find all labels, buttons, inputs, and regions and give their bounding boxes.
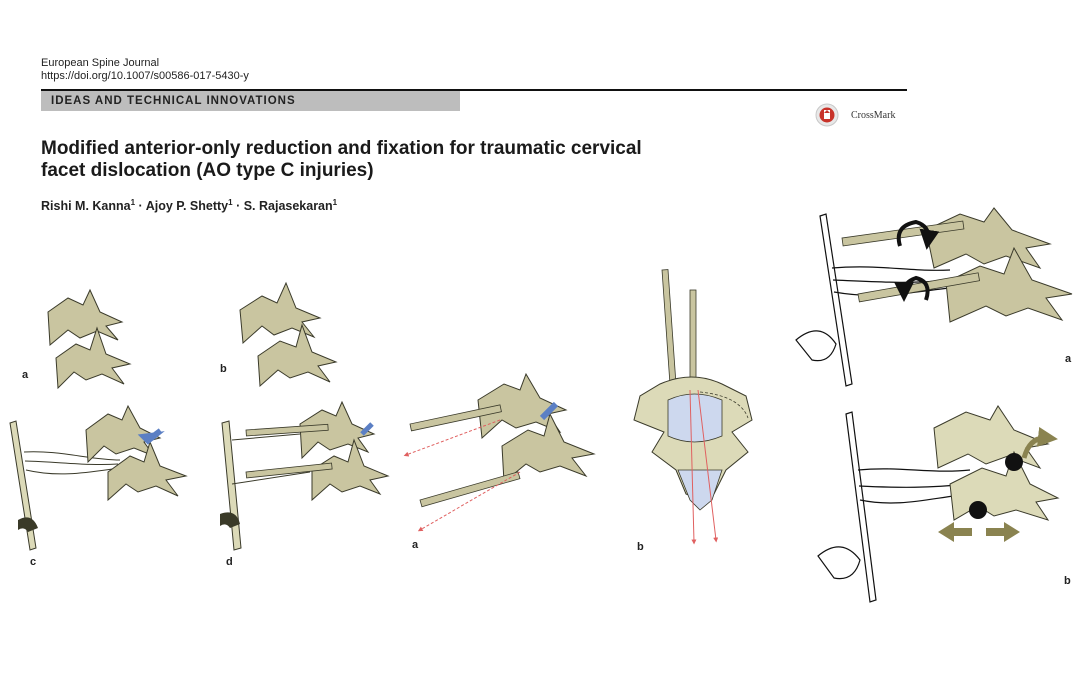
push-arrow-icon: [360, 422, 374, 436]
panel-label: c: [30, 556, 36, 568]
vertebra-lower: [311, 438, 390, 502]
panel-g1-d: [220, 400, 390, 551]
joystick-marker: [1005, 453, 1023, 471]
panel-g2-b: [633, 269, 753, 545]
retractor-handle: [817, 546, 861, 580]
push-arrow-icon: [137, 428, 165, 445]
screw-lower: [419, 471, 521, 508]
author-list: Rishi M. Kanna1 · Ajoy P. Shetty1 · S. R…: [41, 198, 337, 213]
retractor-blade: [819, 213, 853, 387]
panel-g1-b: [239, 281, 338, 388]
vertebra-upper: [933, 405, 1050, 470]
rotation-arrow-icon: [1021, 426, 1058, 459]
joystick-marker: [969, 501, 987, 519]
retractor-handle: [18, 517, 38, 532]
panel-label: d: [226, 556, 233, 568]
article-title: Modified anterior-only reduction and fix…: [41, 138, 841, 182]
trajectory-line: [697, 389, 719, 543]
trajectory-line: [417, 471, 521, 532]
push-arrow-icon: [986, 522, 1020, 542]
panel-g3-a: [795, 207, 1073, 387]
vertebra-lower: [107, 440, 188, 502]
vertebra-lower: [949, 450, 1060, 521]
author-separator: ·: [135, 199, 146, 214]
retractor-handle: [795, 330, 837, 362]
crossmark-label: CrossMark: [851, 110, 896, 121]
journal-name: European Spine Journal: [41, 57, 160, 69]
panel-g1-a: [47, 288, 132, 390]
vertebra-lower: [55, 326, 132, 390]
screw-lower: [245, 462, 333, 479]
author-3[interactable]: S. Rajasekaran: [243, 199, 333, 214]
vertebra-lower: [257, 323, 338, 388]
screw-upper: [409, 404, 502, 432]
author-3-affiliation: 1: [332, 198, 338, 207]
rotation-arrow-icon: [894, 275, 930, 302]
title-line-2: facet dislocation (AO type C injuries): [41, 160, 374, 181]
retractor-blade: [9, 420, 37, 551]
vertebra-upper: [47, 288, 124, 347]
spinal-canal: [667, 393, 723, 443]
screw-upper: [245, 423, 329, 437]
retractor-arm: [23, 451, 121, 475]
author-1-affiliation: 1: [130, 198, 136, 207]
panel-label: a: [412, 539, 419, 551]
panel-label: b: [220, 363, 227, 375]
retractor-handle: [220, 512, 240, 528]
trajectory-line: [403, 419, 501, 457]
panel-label: b: [1064, 575, 1071, 587]
author-2-affiliation: 1: [228, 198, 233, 207]
doi-link[interactable]: https://doi.org/10.1007/s00586-017-5430-…: [41, 70, 249, 82]
screw-lower: [857, 272, 980, 303]
vertebra-upper: [925, 207, 1052, 269]
header-rule: [41, 89, 907, 91]
author-1[interactable]: Rishi M. Kanna: [41, 199, 131, 214]
push-arrow-icon: [938, 522, 972, 542]
panel-g2-a: [403, 372, 596, 532]
vertebra-lower: [945, 246, 1073, 323]
push-arrow-icon: [539, 401, 559, 421]
drill-guide: [689, 289, 697, 389]
drill-guide: [661, 269, 677, 389]
panel-g1-c: [9, 404, 188, 551]
author-2[interactable]: Ajoy P. Shetty: [145, 199, 229, 214]
guide-rail: [231, 471, 311, 485]
panel-label: a: [1065, 353, 1072, 365]
retractor-blade: [221, 420, 242, 551]
trajectory-line: [689, 389, 697, 545]
panel-label: b: [637, 541, 644, 553]
section-label: IDEAS AND TECHNICAL INNOVATIONS: [41, 91, 460, 111]
title-line-1: Modified anterior-only reduction and fix…: [41, 138, 642, 159]
vertebra-lower: [501, 412, 596, 484]
panel-g3-b: [817, 405, 1060, 603]
guide-rail: [231, 433, 301, 441]
panel-label: a: [22, 369, 29, 381]
vertebra-upper: [85, 404, 162, 464]
retractor-blade: [845, 411, 877, 603]
canal-outline: [699, 391, 749, 419]
rotation-arrow-icon: [896, 219, 940, 250]
vertebra-upper: [239, 281, 322, 345]
crossmark-icon[interactable]: [811, 101, 911, 129]
author-separator: ·: [232, 199, 244, 214]
